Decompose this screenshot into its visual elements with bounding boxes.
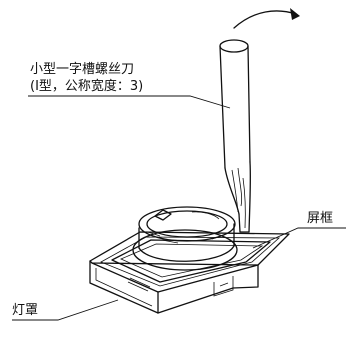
lamp-cover xyxy=(89,231,290,314)
ring-housing xyxy=(132,206,238,271)
screwdriver-label-line1: 小型一字槽螺丝刀 xyxy=(30,62,135,77)
rotation-arrow xyxy=(233,8,300,29)
screwdriver-label-line2: (I型，公称宽度：3) xyxy=(30,79,144,94)
leader-screwdriver xyxy=(28,95,231,109)
screwdriver xyxy=(219,39,252,233)
lamp-cover-label: 灯罩 xyxy=(12,303,39,318)
frame-label: 屏框 xyxy=(307,211,334,226)
leader-frame xyxy=(252,227,346,249)
leader-lamp-cover xyxy=(12,299,119,321)
frame xyxy=(111,239,271,283)
